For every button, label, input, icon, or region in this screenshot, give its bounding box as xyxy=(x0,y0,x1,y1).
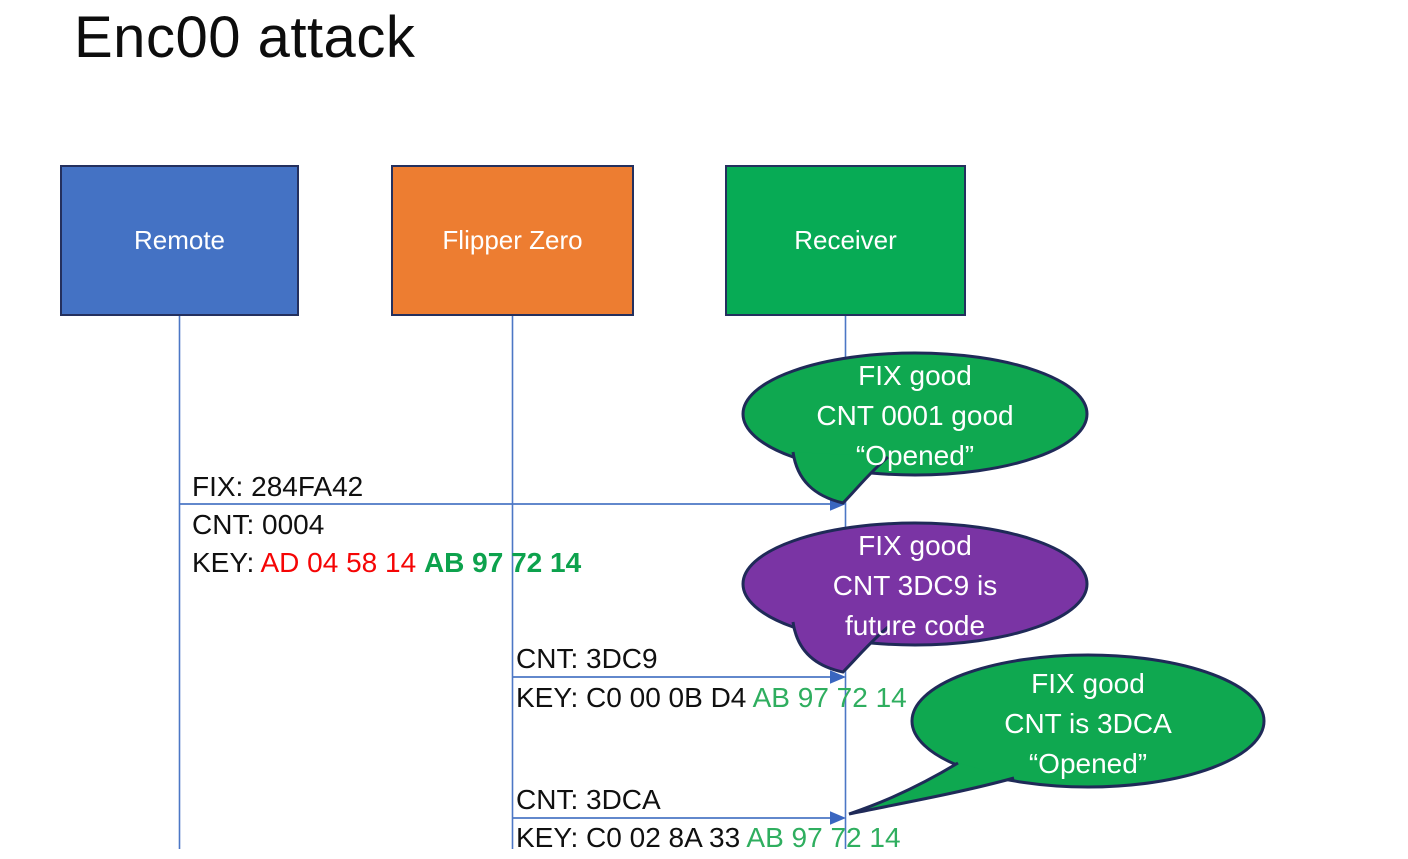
callout3-line1: FIX good xyxy=(1031,668,1145,699)
message3-key-label: KEY: C0 02 8A 33 AB 97 72 14 xyxy=(516,822,901,853)
message2-key-label: KEY: C0 00 0B D4 AB 97 72 14 xyxy=(516,682,907,713)
message1-fix-label: FIX: 284FA42 xyxy=(192,471,364,502)
actor-box-remote: Remote xyxy=(60,165,299,316)
callout-bubble-3 xyxy=(848,653,1266,816)
message2-cnt-label: CNT: 3DC9 xyxy=(516,643,658,674)
callout3-line3: “Opened” xyxy=(1028,748,1148,779)
callout2-text: FIX good CNT 3DC9 is future code xyxy=(743,526,1087,646)
callout3-text: FIX good CNT is 3DCA “Opened” xyxy=(916,664,1260,784)
arrowhead-icon xyxy=(830,811,846,825)
page-title: Enc00 attack xyxy=(74,5,416,70)
actor-label-receiver: Receiver xyxy=(794,225,897,255)
callout2-line3: future code xyxy=(844,610,986,641)
message1-payload-labels: CNT: 0004 KEY: AD 04 58 14 AB 97 72 14 xyxy=(192,506,581,582)
key-shared-part: AB 97 72 14 xyxy=(423,547,582,578)
arrow-flipper-to-receiver-2 xyxy=(512,811,846,825)
key-counter-part: C0 02 8A 33 xyxy=(586,822,747,853)
callout-tail-icon xyxy=(848,761,1015,816)
callout1-text: FIX good CNT 0001 good “Opened” xyxy=(743,356,1087,476)
actor-label-flipper-zero: Flipper Zero xyxy=(442,225,583,255)
key-fixed-part: AD 04 58 14 xyxy=(260,547,424,578)
callout1-line3: “Opened” xyxy=(855,440,975,471)
message1-key-label: KEY: AD 04 58 14 AB 97 72 14 xyxy=(192,547,582,578)
callout2-line2: CNT 3DC9 is xyxy=(832,570,998,601)
message1-cnt-label: CNT: 0004 xyxy=(192,509,325,540)
callout3-line2: CNT is 3DCA xyxy=(1004,708,1172,739)
arrow-flipper-to-receiver-1 xyxy=(512,670,846,684)
actor-label-remote: Remote xyxy=(133,225,226,255)
callout1-line2: CNT 0001 good xyxy=(816,400,1014,431)
callout-bubble-1 xyxy=(741,351,1089,505)
key-shared-part: AB 97 72 14 xyxy=(752,682,907,713)
callout-tail-icon xyxy=(791,621,889,674)
actor-box-receiver: Receiver xyxy=(725,165,966,316)
callout1-line1: FIX good xyxy=(858,360,972,391)
callout-tail-icon xyxy=(791,451,889,505)
actor-box-flipper-zero: Flipper Zero xyxy=(391,165,634,316)
key-shared-part: AB 97 72 14 xyxy=(746,822,901,853)
message3-cnt-label: CNT: 3DCA xyxy=(516,784,661,815)
callout2-line1: FIX good xyxy=(858,530,972,561)
callout-bubble-2 xyxy=(741,521,1089,674)
key-counter-part: C0 00 0B D4 xyxy=(586,682,753,713)
arrowhead-icon xyxy=(830,670,846,684)
